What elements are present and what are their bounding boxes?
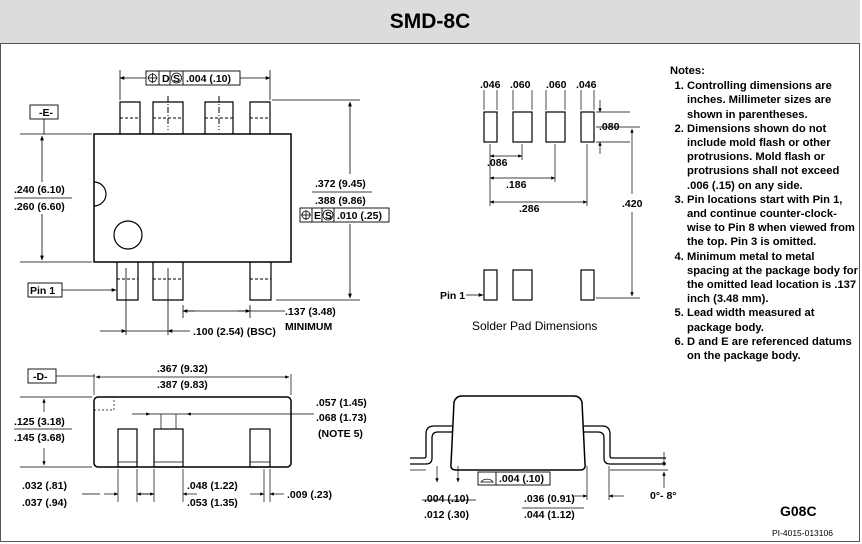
side-h-min: .125 (3.18): [14, 416, 65, 428]
tol-right-s: S: [325, 210, 332, 222]
notes-list: Controlling dimensions are inches. Milli…: [670, 79, 858, 363]
tol-top-value: .004 (.10): [186, 73, 231, 85]
datum-e-label: -E-: [39, 107, 54, 119]
pad-d2: .186: [506, 179, 527, 191]
pad: [545, 111, 566, 143]
top-leads: [119, 96, 271, 134]
side-c-max: .053 (1.35): [187, 497, 238, 509]
pad-height: .080: [599, 121, 620, 133]
pad-w1: .046: [480, 79, 501, 91]
notes: Notes: Controlling dimensions are inches…: [670, 64, 858, 363]
end-e-min: .004 (.10): [424, 493, 469, 505]
lead-max: .068 (1.73): [316, 412, 367, 424]
flatness-value: .004 (.10): [499, 473, 544, 485]
notes-heading: Notes:: [670, 65, 705, 77]
side-h-max: .145 (3.68): [14, 432, 65, 444]
side-d: .009 (.23): [287, 489, 332, 501]
pad-pin1-label: Pin 1: [440, 290, 465, 302]
side-b-max: .037 (.94): [22, 497, 67, 509]
lead-note: (NOTE 5): [318, 428, 363, 440]
package-body-top: [93, 133, 292, 263]
pin1-dot: [113, 220, 143, 250]
note-2: Dimensions shown do not include mold fla…: [687, 122, 858, 193]
side-b-min: .032 (.81): [22, 480, 67, 492]
document-id: PI-4015-013106: [772, 528, 833, 538]
tol-top-d: D: [162, 73, 170, 85]
solder-pads: [466, 90, 640, 301]
note-3: Pin locations start with Pin 1, and cont…: [687, 193, 858, 250]
pad-span: .420: [622, 198, 643, 210]
pad: [580, 111, 595, 143]
pad-d3: .286: [519, 203, 540, 215]
package-body-end: [450, 395, 586, 471]
end-f-max: .044 (1.12): [524, 509, 575, 521]
side-len-max: .387 (9.83): [157, 379, 208, 391]
end-e-max: .012 (.30): [424, 509, 469, 521]
end-f-min: .036 (0.91): [524, 493, 575, 505]
datum-d-label: -D-: [33, 371, 48, 383]
min-gap-note: MINIMUM: [285, 321, 332, 333]
bottom-leads: [116, 262, 272, 335]
pad-caption: Solder Pad Dimensions: [472, 319, 597, 333]
package-body-side: [93, 396, 292, 468]
note-6: D and E are referenced datums on the pac…: [687, 335, 858, 363]
pad-w2: .060: [510, 79, 531, 91]
tol-right-e: E: [314, 210, 321, 222]
pad: [512, 111, 533, 143]
tol-right-value: .010 (.25): [337, 210, 382, 222]
end-angle: 0°- 8°: [650, 490, 677, 502]
pad: [512, 269, 533, 301]
pitch: .100 (2.54) (BSC): [193, 326, 276, 338]
pad-w4: .046: [576, 79, 597, 91]
pin1-label-top: Pin 1: [30, 285, 55, 297]
side-c-min: .048 (1.22): [187, 480, 238, 492]
lead-min: .057 (1.45): [316, 397, 367, 409]
page-title: SMD-8C: [0, 0, 860, 44]
length-max: .388 (9.86): [315, 195, 366, 207]
note-1: Controlling dimensions are inches. Milli…: [687, 79, 858, 122]
pad: [483, 111, 498, 143]
pad: [483, 269, 498, 301]
note-4: Minimum metal to metal spacing at the pa…: [687, 250, 858, 307]
note-5: Lead width measured at package body.: [687, 306, 858, 334]
side-view: [14, 368, 314, 502]
width-min: .240 (6.10): [14, 184, 65, 196]
pad: [580, 269, 595, 301]
tol-top-s: S: [173, 73, 180, 85]
package-code: G08C: [780, 503, 817, 519]
side-len-min: .367 (9.32): [157, 363, 208, 375]
width-max: .260 (6.60): [14, 201, 65, 213]
end-view: [410, 395, 668, 509]
pad-w3: .060: [546, 79, 567, 91]
length-min: .372 (9.45): [315, 178, 366, 190]
pad-d1: .086: [487, 157, 508, 169]
min-gap: .137 (3.48): [285, 306, 336, 318]
top-view: [14, 70, 390, 335]
